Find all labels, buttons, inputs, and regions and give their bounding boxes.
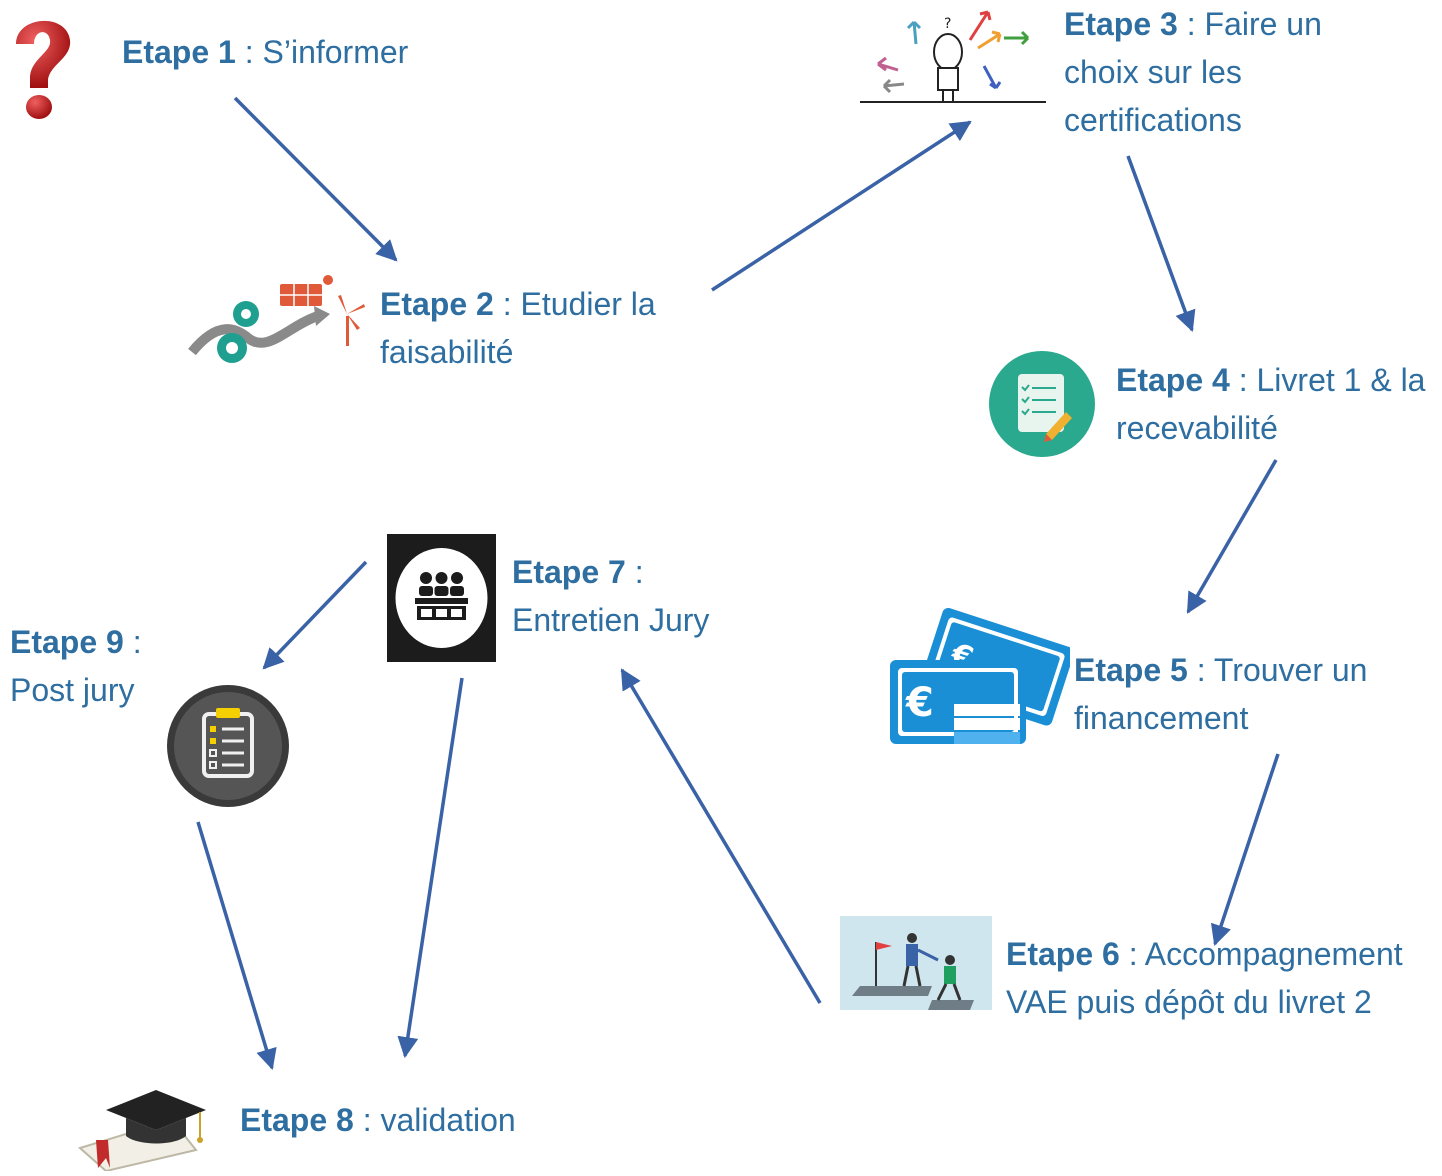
step-3: Etape 3 : Faire un choix sur les certifi… [1064,0,1394,144]
step-1-label: Etape 1 [122,34,236,70]
step-6-separator: : [1119,936,1145,972]
step-7-text: Entretien Jury [512,602,710,638]
step-3-label: Etape 3 [1064,6,1178,42]
step-8-label: Etape 8 [240,1102,354,1138]
jury-panel-icon [387,534,496,662]
step-6-label: Etape 6 [1006,936,1120,972]
step-4-text: Livret 1 & la recevabilité [1116,362,1426,446]
step-9-separator: : [123,624,142,660]
step-2: Etape 2 : Etudier la faisabilité [380,280,710,376]
arrow-step9-to-step8 [196,821,277,1071]
step-9-text: Post jury [10,672,135,708]
gears-solar-windmill-icon [188,270,368,370]
step-7-label: Etape 7 [512,554,626,590]
step-4: Etape 4 : Livret 1 & la recevabilité [1116,356,1436,452]
step-8: Etape 8 : validation [240,1096,570,1144]
step-9: Etape 9 : Post jury [10,618,170,714]
step-2-separator: : [493,286,521,322]
arrow-step7-to-step9 [262,560,368,670]
step-3-text: Faire un choix sur les certifications [1064,6,1322,138]
step-3-separator: : [1177,6,1205,42]
clipboard-checklist-icon [166,684,290,808]
step-5-text: Trouver un financement [1074,652,1368,736]
question-mark-icon [6,6,76,126]
step-4-label: Etape 4 [1116,362,1230,398]
graduation-cap-diploma-icon [76,1080,216,1173]
person-choosing-arrows-icon: ? [858,4,1048,106]
step-4-separator: : [1229,362,1257,398]
arrow-step1-to-step2 [233,96,398,262]
step-1-text: S’informer [262,34,409,70]
arrow-step2-to-step3 [711,120,972,292]
step-2-text: Etudier la faisabilité [380,286,656,370]
step-7: Etape 7 : Entretien Jury [512,548,772,644]
svg-text:?: ? [944,16,951,32]
step-8-text: validation [380,1102,516,1138]
helping-hand-climb-icon [840,916,992,1010]
step-5-label: Etape 5 [1074,652,1188,688]
euro-banknotes-icon: € € [888,607,1075,752]
arrow-step5-to-step6 [1210,753,1280,946]
step-6-text: Accompagnement VAE puis dépôt du livret … [1006,936,1403,1020]
arrow-step7-to-step8 [397,677,464,1059]
step-1: Etape 1 : S’informer [122,28,482,76]
arrow-step6-to-step7 [620,668,822,1004]
step-5: Etape 5 : Trouver un financement [1074,646,1404,742]
step-2-label: Etape 2 [380,286,494,322]
step-9-label: Etape 9 [10,624,124,660]
svg-text:€: € [905,680,934,726]
step-6: Etape 6 : Accompagnement VAE puis dépôt … [1006,930,1426,1026]
step-7-separator: : [625,554,644,590]
step-5-separator: : [1187,652,1214,688]
arrow-step3-to-step4 [1126,155,1196,332]
step-8-separator: : [353,1102,381,1138]
checklist-form-icon [988,350,1096,458]
arrow-step4-to-step5 [1186,459,1278,614]
step-1-separator: : [235,34,263,70]
